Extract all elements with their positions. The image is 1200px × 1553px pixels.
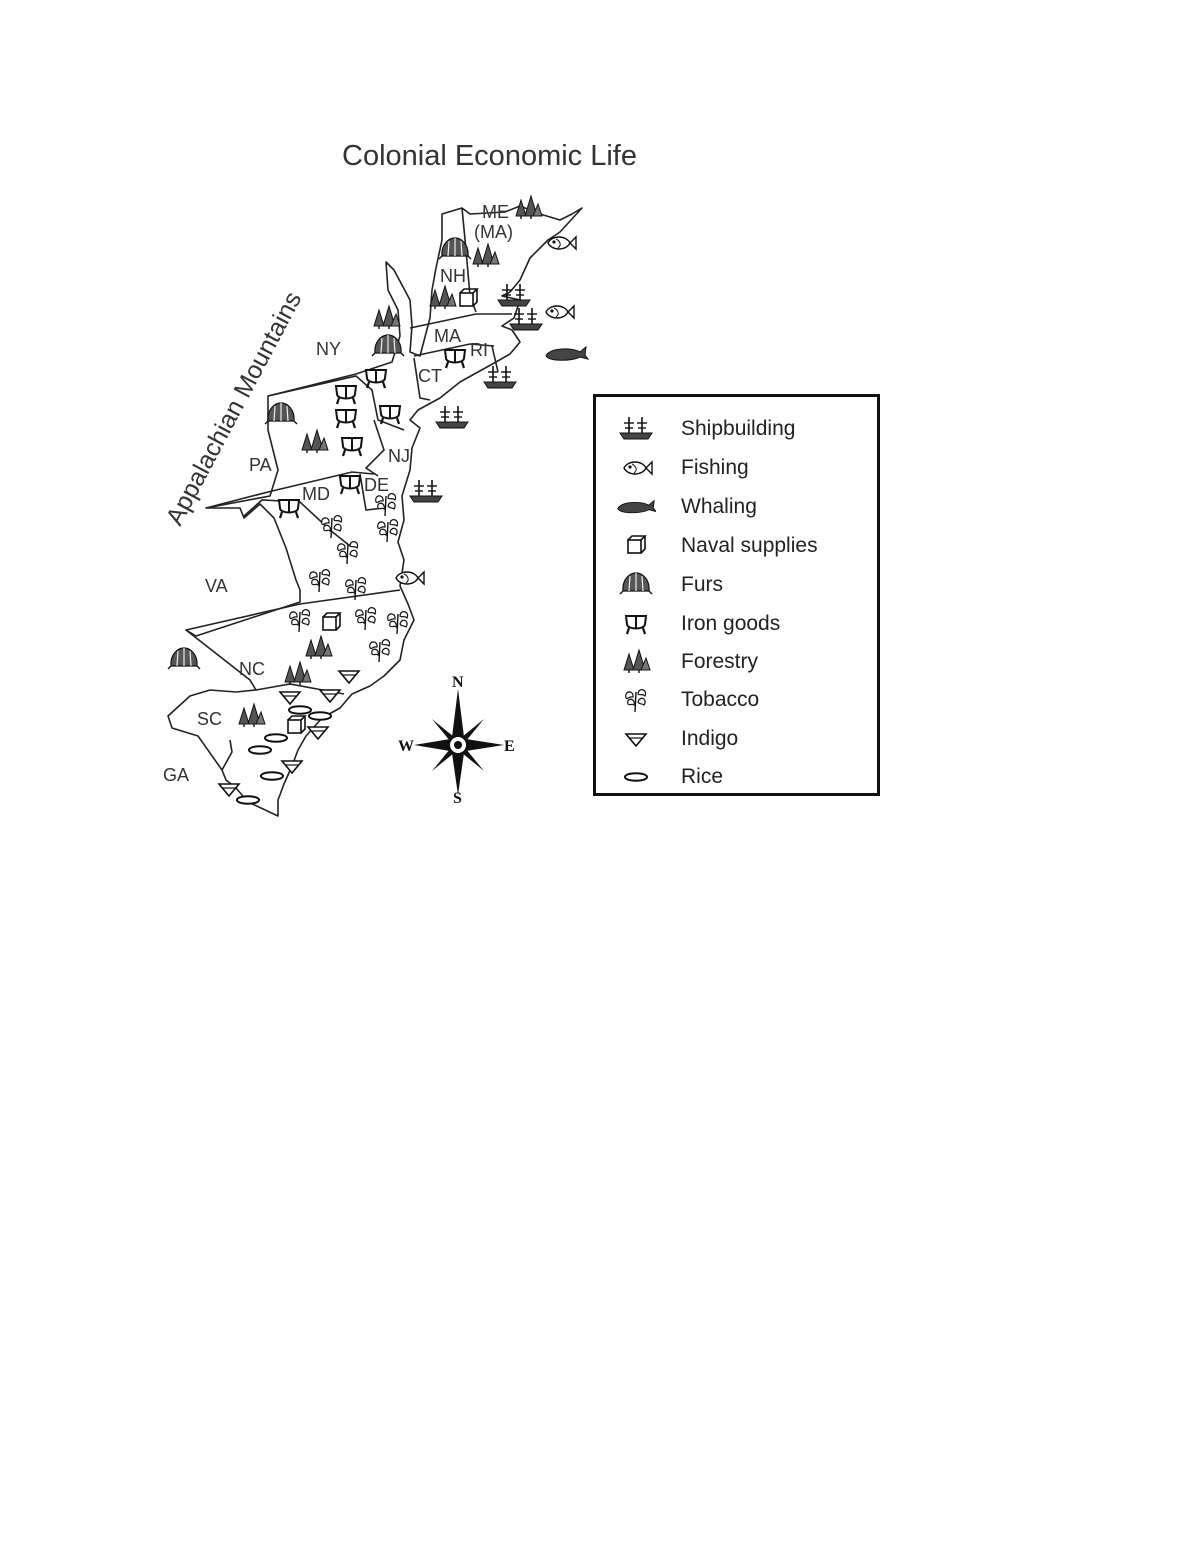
legend-label: Tobacco: [681, 688, 760, 711]
legend-item: Iron goods: [596, 606, 877, 642]
indigo-icon: [218, 783, 240, 797]
rice-icon: [288, 705, 312, 715]
rice-icon: [260, 771, 284, 781]
border-ma-north: [409, 313, 512, 329]
legend-item: Fishing: [596, 450, 877, 486]
whaling-icon: [617, 500, 656, 514]
border-ny-ct: [413, 357, 431, 401]
label-ny: NY: [316, 339, 341, 359]
label-va: VA: [205, 576, 228, 596]
whaling-icon: [545, 346, 589, 361]
label-ri: RI: [470, 340, 488, 360]
legend-label: Whaling: [681, 495, 757, 518]
label-ct: CT: [418, 366, 442, 386]
legend-item: Furs: [596, 567, 877, 603]
legend-item: Whaling: [596, 489, 877, 525]
label-ga: GA: [163, 765, 189, 785]
shipbuilding-icon: [435, 405, 469, 429]
compass-w: W: [398, 738, 414, 755]
indigo-icon: [307, 726, 329, 740]
legend-item: Shipbuilding: [596, 411, 877, 447]
border-va-nc: [185, 589, 401, 631]
label-me-ma: (MA): [474, 222, 513, 242]
fishing-icon: [547, 236, 577, 250]
fishing-icon: [545, 305, 575, 319]
border-sc-ga: [221, 739, 233, 771]
naval-supplies-icon: [627, 535, 646, 554]
border-ri: [491, 345, 499, 373]
compass-rose: N S W E: [398, 674, 515, 807]
rice-icon: [308, 711, 332, 721]
label-md: MD: [302, 484, 330, 504]
legend-label: Forestry: [681, 650, 759, 673]
border-pa-nj: [364, 419, 385, 477]
compass-s: S: [453, 790, 462, 807]
fishing-icon: [623, 461, 653, 475]
legend-label: Fishing: [681, 456, 749, 479]
label-nh: NH: [440, 266, 466, 286]
label-pa: PA: [249, 455, 272, 475]
border-ma-ct: [413, 343, 495, 357]
legend-item: Forestry: [596, 644, 877, 680]
legend-label: Naval supplies: [681, 534, 818, 557]
legend-item: Naval supplies: [596, 528, 877, 564]
label-nc: NC: [239, 659, 265, 679]
shipbuilding-icon: [619, 416, 653, 440]
fishing-icon: [395, 571, 425, 585]
label-sc: SC: [197, 709, 222, 729]
label-nj: NJ: [388, 446, 410, 466]
shipbuilding-icon: [483, 365, 517, 389]
legend-item: Tobacco: [596, 682, 877, 718]
compass-e: E: [504, 738, 515, 755]
rice-icon: [624, 772, 648, 782]
border-ny-pa: [267, 375, 405, 431]
rice-icon: [264, 733, 288, 743]
legend-label: Shipbuilding: [681, 417, 796, 440]
label-me: ME: [482, 202, 509, 222]
border-md-va: [243, 499, 351, 547]
legend-item: Indigo: [596, 721, 877, 757]
legend-label: Furs: [681, 573, 723, 596]
map-title: Colonial Economic Life: [342, 140, 637, 172]
label-de: DE: [364, 475, 389, 495]
forestry-icon: [373, 305, 401, 330]
indigo-icon: [625, 733, 647, 747]
forestry-icon: [623, 649, 651, 674]
legend-label: Iron goods: [681, 612, 781, 635]
rice-icon: [236, 795, 260, 805]
legend-label: Rice: [681, 765, 724, 788]
legend-item: Rice: [596, 759, 877, 795]
forestry-icon: [515, 195, 543, 220]
label-ma: MA: [434, 326, 461, 346]
legend-label: Indigo: [681, 727, 739, 750]
shipbuilding-icon: [409, 479, 443, 503]
furs-icon: [619, 572, 653, 595]
iron-goods-icon: [624, 614, 648, 636]
compass-n: N: [452, 674, 464, 691]
tobacco-icon: [625, 688, 647, 713]
rice-icon: [248, 745, 272, 755]
border-pa-md: [205, 471, 375, 509]
furs-icon: [167, 647, 201, 670]
map-legend: Shipbuilding Fishing Whaling Naval suppl…: [593, 394, 880, 796]
